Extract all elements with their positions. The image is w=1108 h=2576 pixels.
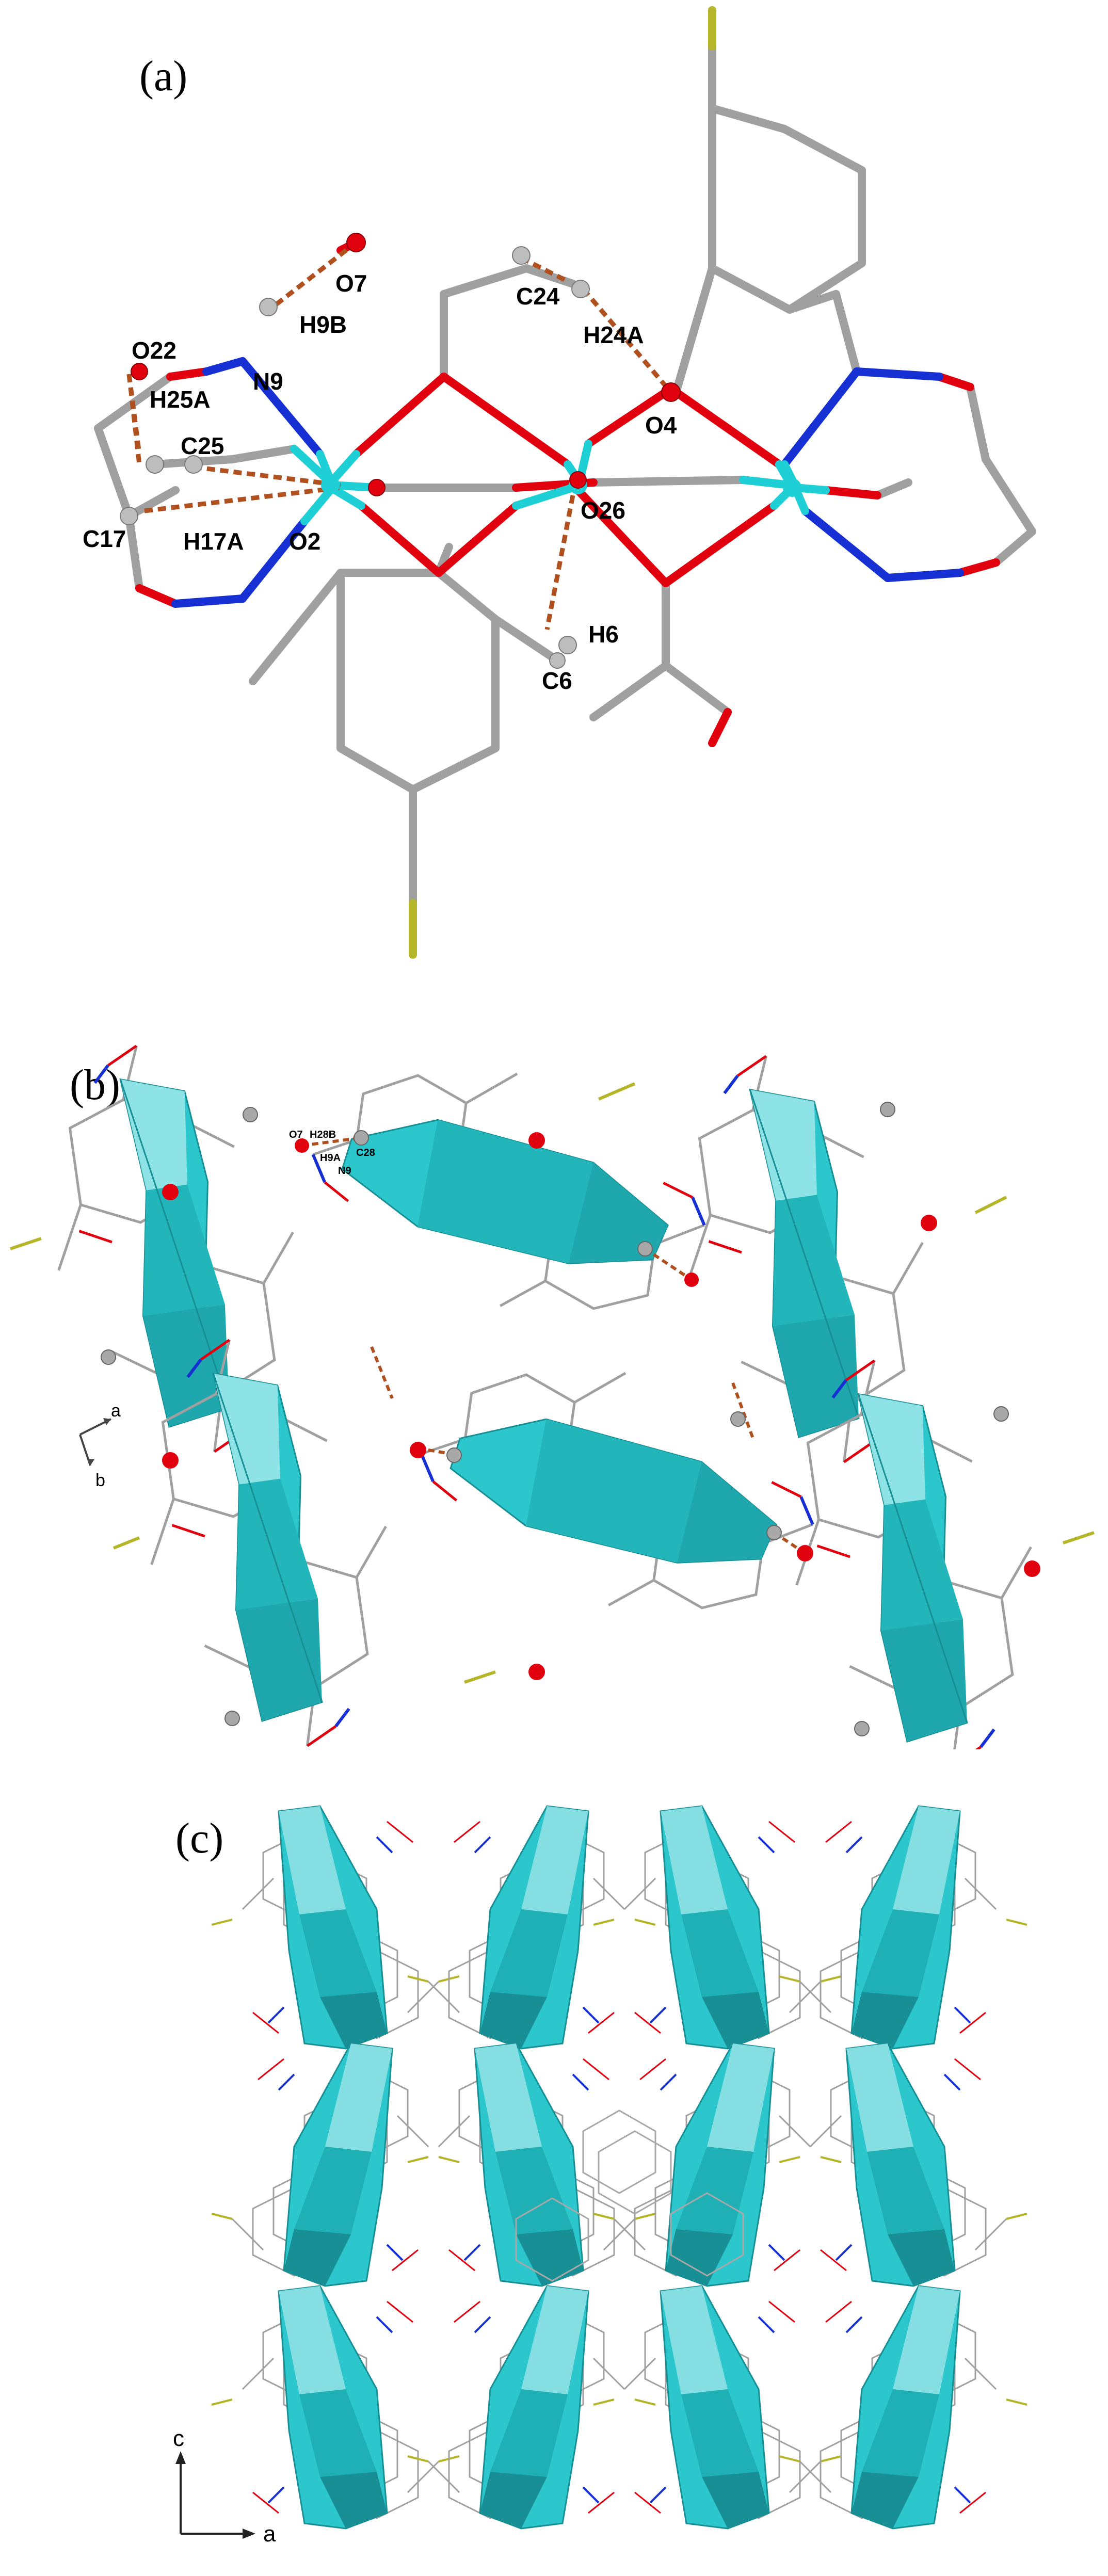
panel-b: (b) — [0, 1027, 1108, 1749]
atom-label-h28b: H28B — [310, 1129, 336, 1140]
atom-label-h24a: H24A — [583, 321, 644, 348]
panel-b-label: (b) — [70, 1061, 120, 1109]
panel-b-packing: (b) — [10, 1027, 1095, 1749]
atom-label-o4: O4 — [645, 412, 677, 439]
panel-c-axis — [180, 2456, 248, 2535]
packing-column — [211, 2285, 460, 2530]
packing-column — [778, 2042, 1028, 2287]
polyhedral-chain-tile — [296, 1047, 721, 1332]
packing-column — [592, 2285, 842, 2530]
packing-column — [778, 2285, 1028, 2530]
atom-label-h6: H6 — [588, 621, 619, 648]
atom-label-o2: O2 — [289, 528, 320, 555]
atom-label-o7: O7 — [289, 1129, 303, 1140]
panel-c-label: (c) — [175, 1814, 223, 1862]
atom-label-c28: C28 — [356, 1147, 375, 1158]
atom-label-o22: O22 — [132, 337, 176, 364]
polyhedral-chain-tile — [404, 1346, 830, 1632]
atom-label-o7: O7 — [335, 270, 367, 297]
packing-column — [592, 2042, 842, 2287]
hydrogen-atoms — [120, 246, 590, 669]
packing-column — [407, 1805, 656, 2050]
panel-c: (c) c a — [0, 1770, 1108, 2565]
panel-c-packing: (c) c a — [173, 1805, 1028, 2547]
halogen-bonds — [409, 6, 716, 959]
panel-a-structure: (a) — [83, 6, 1036, 959]
atom-label-h25a: H25A — [150, 386, 211, 413]
atom-label-n9: N9 — [338, 1165, 351, 1177]
hydrogen-bonds — [126, 240, 673, 663]
packing-column — [407, 2285, 656, 2530]
packing-column — [592, 1805, 842, 2050]
packing-column — [407, 2042, 656, 2287]
atom-label-c24: C24 — [516, 283, 560, 310]
carbon-skeleton — [94, 6, 1036, 907]
atom-label-c17: C17 — [83, 525, 126, 552]
atom-label-o26: O26 — [581, 497, 625, 524]
panel-b-hydrogen-atoms — [101, 1102, 1009, 1736]
packing-column — [778, 1805, 1028, 2050]
axis-label-a: a — [263, 2521, 276, 2547]
packing-column — [211, 2042, 460, 2287]
panel-a: (a) — [0, 0, 1108, 980]
axis-label-b: b — [95, 1471, 105, 1490]
atom-label-h17a: H17A — [183, 528, 244, 555]
oxygen-bonds — [135, 238, 1000, 747]
atom-label-c25: C25 — [181, 432, 224, 459]
panel-b-oxygen-atoms — [162, 1132, 1040, 1680]
oxygen-atoms — [131, 233, 681, 496]
atom-label-h9b: H9B — [299, 311, 347, 338]
atom-label-c6: C6 — [542, 667, 572, 694]
packing-column — [211, 1805, 460, 2050]
wireframe-fill — [515, 2110, 744, 2282]
axis-label-c: c — [173, 2426, 184, 2451]
panel-b-axis — [79, 1418, 111, 1466]
atom-label-h9a: H9A — [320, 1152, 341, 1164]
nitrogen-bonds — [171, 357, 964, 608]
panel-b-halogen-bonds — [10, 1082, 1095, 1684]
axis-label-a: a — [111, 1401, 121, 1421]
panel-a-label: (a) — [139, 52, 187, 100]
atom-label-n9: N9 — [253, 368, 283, 395]
